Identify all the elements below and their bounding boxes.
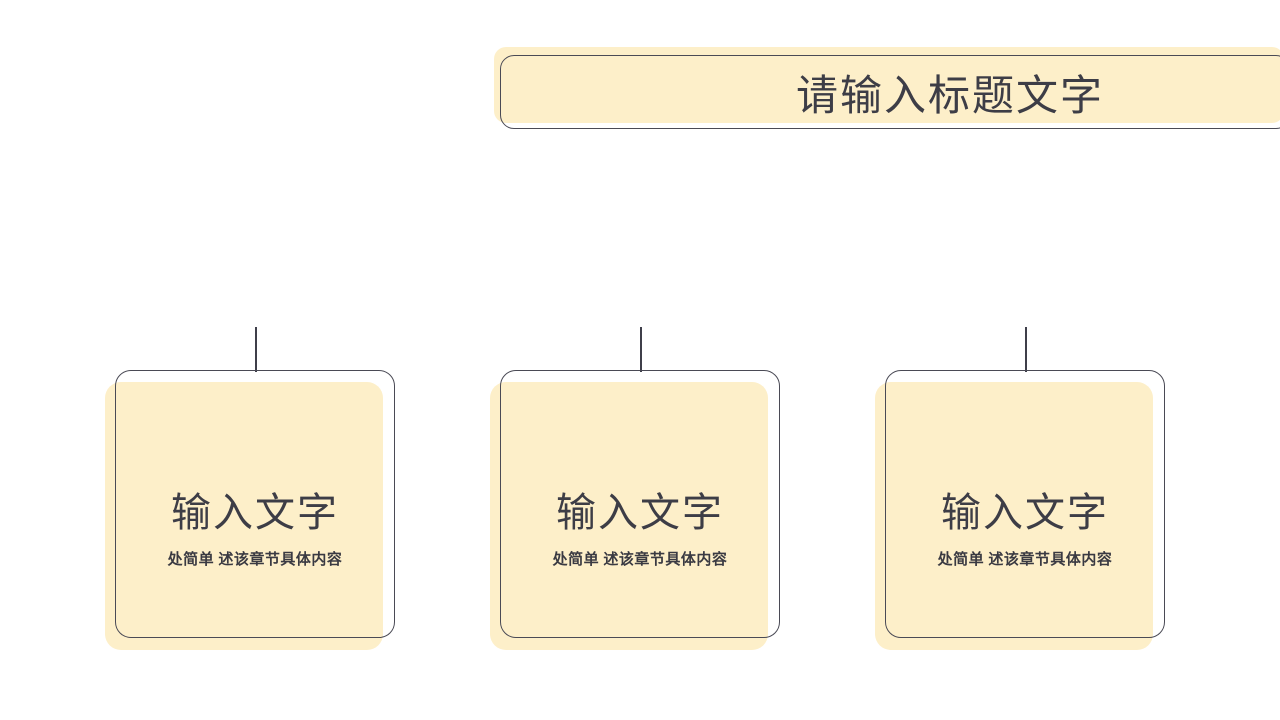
card-outline-shape-2 bbox=[500, 370, 780, 638]
card-body-2: 输入文字 处简单 述该章节具体内容 bbox=[500, 370, 780, 638]
card-heading-2: 输入文字 bbox=[556, 489, 724, 535]
card-outline-shape-3 bbox=[885, 370, 1165, 638]
title-outline-shape bbox=[500, 55, 1280, 129]
slide-title-band[interactable]: 请输入标题文字 bbox=[494, 47, 1280, 129]
content-card-1[interactable]: 输入文字 处简单 述该章节具体内容 bbox=[105, 327, 395, 667]
connector-line-2 bbox=[640, 327, 642, 372]
card-heading-3: 输入文字 bbox=[941, 489, 1109, 535]
card-body-1: 输入文字 处简单 述该章节具体内容 bbox=[115, 370, 395, 638]
card-heading-1: 输入文字 bbox=[171, 489, 339, 535]
card-fill-shape-3 bbox=[875, 382, 1153, 650]
card-subtitle-2: 处简单 述该章节具体内容 bbox=[552, 551, 728, 568]
content-card-2[interactable]: 输入文字 处简单 述该章节具体内容 bbox=[490, 327, 780, 667]
content-card-3[interactable]: 输入文字 处简单 述该章节具体内容 bbox=[875, 327, 1165, 667]
connector-line-1 bbox=[255, 327, 257, 372]
title-fill-shape bbox=[494, 47, 1280, 123]
card-subtitle-3: 处简单 述该章节具体内容 bbox=[937, 551, 1113, 568]
card-fill-shape-1 bbox=[105, 382, 383, 650]
card-body-3: 输入文字 处简单 述该章节具体内容 bbox=[885, 370, 1165, 638]
card-fill-shape-2 bbox=[490, 382, 768, 650]
page-title: 请输入标题文字 bbox=[795, 73, 1104, 120]
card-subtitle-1: 处简单 述该章节具体内容 bbox=[167, 551, 343, 568]
card-outline-shape-1 bbox=[115, 370, 395, 638]
connector-line-3 bbox=[1025, 327, 1027, 372]
